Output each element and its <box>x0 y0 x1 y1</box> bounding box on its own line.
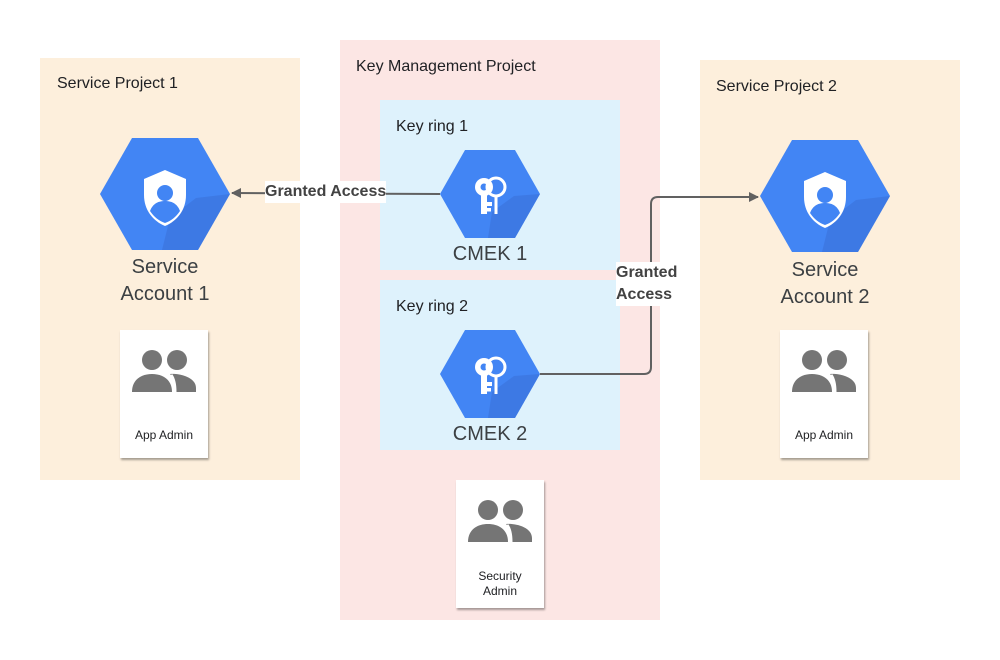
app-admin-2-card[interactable]: App Admin <box>780 330 868 458</box>
key-management-icon <box>440 330 540 418</box>
service-account-icon <box>100 138 230 250</box>
key-ring-2-title: Key ring 2 <box>396 298 469 315</box>
cmek-1-node[interactable] <box>440 150 540 238</box>
cmek-1-label: CMEK 1 <box>452 243 528 265</box>
granted-access-label-2-line1: Granted <box>616 264 678 281</box>
granted-access-label-1: Granted Access <box>265 181 387 203</box>
key-management-project-title: Key Management Project <box>356 58 536 75</box>
service-project-1-title: Service Project 1 <box>57 75 178 92</box>
service-account-1-label-line1: Service <box>131 256 199 278</box>
service-account-2-node[interactable] <box>760 140 890 252</box>
security-admin-label: Security Admin <box>456 569 544 599</box>
granted-access-label-2: Granted Access <box>616 262 680 306</box>
service-account-2-label-line1: Service <box>791 259 859 281</box>
service-project-2-title: Service Project 2 <box>716 78 837 95</box>
granted-access-label-2-line2: Access <box>616 286 673 303</box>
app-admin-2-label: App Admin <box>794 428 854 442</box>
cmek-2-node[interactable] <box>440 330 540 418</box>
cmek-2-label: CMEK 2 <box>452 423 528 445</box>
key-ring-1-title: Key ring 1 <box>396 118 469 135</box>
service-account-1-node[interactable] <box>100 138 230 250</box>
app-admin-1-card[interactable]: App Admin <box>120 330 208 458</box>
people-icon <box>468 500 532 543</box>
app-admin-1-label: App Admin <box>134 428 194 442</box>
people-icon <box>792 350 856 393</box>
people-icon <box>132 350 196 393</box>
security-admin-label-line2: Admin <box>482 584 517 598</box>
service-account-2-label-line2: Account 2 <box>780 286 870 308</box>
service-account-1-label: Service Account 1 <box>90 254 240 308</box>
key-management-icon <box>440 150 540 238</box>
service-account-icon <box>760 140 890 252</box>
security-admin-label-line1: Security <box>478 569 522 583</box>
security-admin-card[interactable]: Security Admin <box>456 480 544 608</box>
service-account-1-label-line2: Account 1 <box>120 283 210 305</box>
service-account-2-label: Service Account 2 <box>750 257 900 311</box>
